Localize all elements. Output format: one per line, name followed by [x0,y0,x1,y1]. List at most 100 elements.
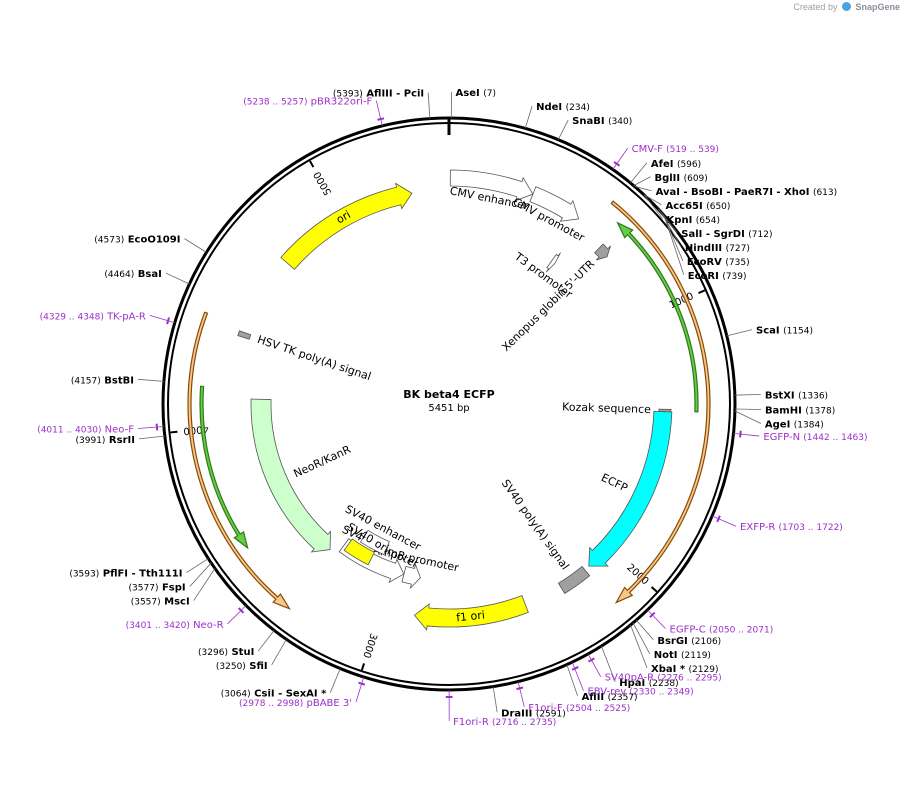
site-position: (1384) [794,420,824,430]
site-bglii: BglII (609) [633,173,708,186]
primer-egfp-n: EGFP-N (1442 .. 1463) [733,430,868,443]
site-name: MscI [164,597,190,608]
site-pflfi-tth111i: (3593) PflFI - Tth111I [69,558,209,580]
primer-egfp-c: EGFP-C (2050 .. 2071) [647,609,773,636]
svg-text:(2978 .. 2998) pBABE 3': (2978 .. 2998) pBABE 3' [239,698,352,709]
primer-tk-pa-r: (4329 .. 4348) TK-pA-R [40,311,175,325]
site-name: EcoO109I [128,235,181,246]
site-fspi: (3577) FspI [129,562,212,594]
label-leader [647,609,666,629]
svg-text:SV40pA-R (2276 .. 2295): SV40pA-R (2276 .. 2295) [605,673,722,684]
svg-text:(5238 .. 5257) pBR322ori-F: (5238 .. 5257) pBR322ori-F [243,97,372,108]
feature-hsv-tk-poly-a-signal [237,330,252,340]
label-leader [633,176,651,186]
plasmid-name: BK beta4 ECFP [403,388,494,401]
tick-mark [309,160,315,168]
svg-text:BglII (609): BglII (609) [654,173,707,184]
plasmid-length: 5451 bp [428,403,469,414]
orf-arcs [187,200,711,610]
svg-text:Acc65I (650): Acc65I (650) [665,201,730,212]
label-leader [492,686,498,713]
site-name: AflII [582,692,605,703]
site-hpai: HpaI (2238) [601,645,679,689]
label-leader [711,515,737,527]
svg-text:XbaI * (2129): XbaI * (2129) [651,664,718,675]
svg-text:HindIII (727): HindIII (727) [685,243,750,254]
site-afei: AfeI (596) [630,159,701,184]
label-leader [184,238,207,253]
site-name: BstBI [104,375,134,386]
site-position: (727) [726,244,750,254]
site-ecoo109i: (4573) EcoO109I [94,235,207,253]
site-position: (3577) [129,584,159,594]
site-name: EcoRI [688,271,719,282]
site-name: NotI [654,650,678,661]
primer-range: (2504 .. 2525) [566,704,630,714]
label-leader [644,195,663,220]
label-leader [329,668,341,693]
svg-text:SalI - SgrDI (712): SalI - SgrDI (712) [681,229,772,240]
label-leader [557,119,569,140]
site-aflii: AflII (2357) [566,664,638,703]
primer-exfp-r: EXFP-R (1703 .. 1722) [711,515,843,533]
primer-range: (3401 .. 3420) [126,621,190,631]
svg-text:DraIII (2591): DraIII (2591) [501,708,566,719]
site-position: (739) [722,272,746,282]
tick-mark [698,289,706,295]
primer-name: SV40pA-R [605,673,654,684]
orf-arc [187,311,291,610]
site-name: SnaBI [572,116,604,127]
primer-mark [571,666,579,671]
site-csii-sexai: (3064) CsiI - SexAI * [221,668,341,700]
site-xbai: XbaI * (2129) [630,624,718,675]
primer-sites: (5238 .. 5257) pBR322ori-F CMV-F (519 .. … [37,97,867,728]
primer-range: (519 .. 539) [666,145,719,155]
label-leader [517,681,525,707]
site-name: AgeI [765,419,790,430]
label-leader [137,426,164,429]
site-name: FspI [162,583,186,594]
feature-label: HSV TK poly(A) signal [256,333,373,383]
site-name: DraIII [501,708,532,719]
svg-text:BstXI (1336): BstXI (1336) [765,390,828,401]
label-leader [257,630,275,652]
primer-name: pBABE 3' [306,698,352,709]
plasmid-center-label: BK beta4 ECFP 5451 bp [403,388,494,414]
svg-text:(4157) BstBI: (4157) BstBI [71,375,134,386]
orf-arc [616,221,699,413]
primer-neo-r: (3401 .. 3420) Neo-R [126,605,247,631]
site-position: (340) [608,117,632,127]
site-name: BsrGI [657,636,687,647]
tick-label: 3000 [360,632,378,660]
site-snabi: SnaBI (340) [557,116,632,140]
label-leader [355,676,365,702]
primer-cmv-f: CMV-F (519 .. 539) [612,144,719,170]
site-agei: AgeI (1384) [734,410,824,430]
site-name: XbaI * [651,664,686,675]
primer-range: (2050 .. 2071) [709,626,773,636]
svg-text:F1ori-R (2716 .. 2735): F1ori-R (2716 .. 2735) [453,717,556,728]
feature-sv40-poly-a-signal [557,565,591,595]
site-name: AflIII - PciI [366,89,424,100]
site-position: (2357) [608,693,638,703]
svg-text:AfeI (596): AfeI (596) [651,159,701,170]
site-ecori: EcoRI (739) [663,215,747,282]
feature-label: f1 ori [456,609,486,625]
svg-text:(3401 .. 3420) Neo-R: (3401 .. 3420) Neo-R [126,620,224,631]
site-position: (609) [684,174,708,184]
feature-ori [280,182,413,270]
site-bsrgi: BsrGI (2106) [636,619,721,647]
label-leader [601,645,616,682]
site-position: (1154) [783,327,813,337]
site-name: NdeI [536,102,562,113]
site-position: (1336) [798,391,828,401]
site-bstxi: BstXI (1336) [734,390,828,401]
svg-text:(3296) StuI: (3296) StuI [198,647,254,658]
site-name: AseI [456,88,480,99]
svg-text:F1ori-F (2504 .. 2525): F1ori-F (2504 .. 2525) [528,703,630,714]
site-bamhi: BamHI (1378) [734,405,835,416]
primer-name: F1ori-F [528,703,563,714]
svg-text:(3250) SfiI: (3250) SfiI [216,661,268,672]
label-leader [632,622,651,654]
site-ndei: NdeI (234) [524,102,590,129]
